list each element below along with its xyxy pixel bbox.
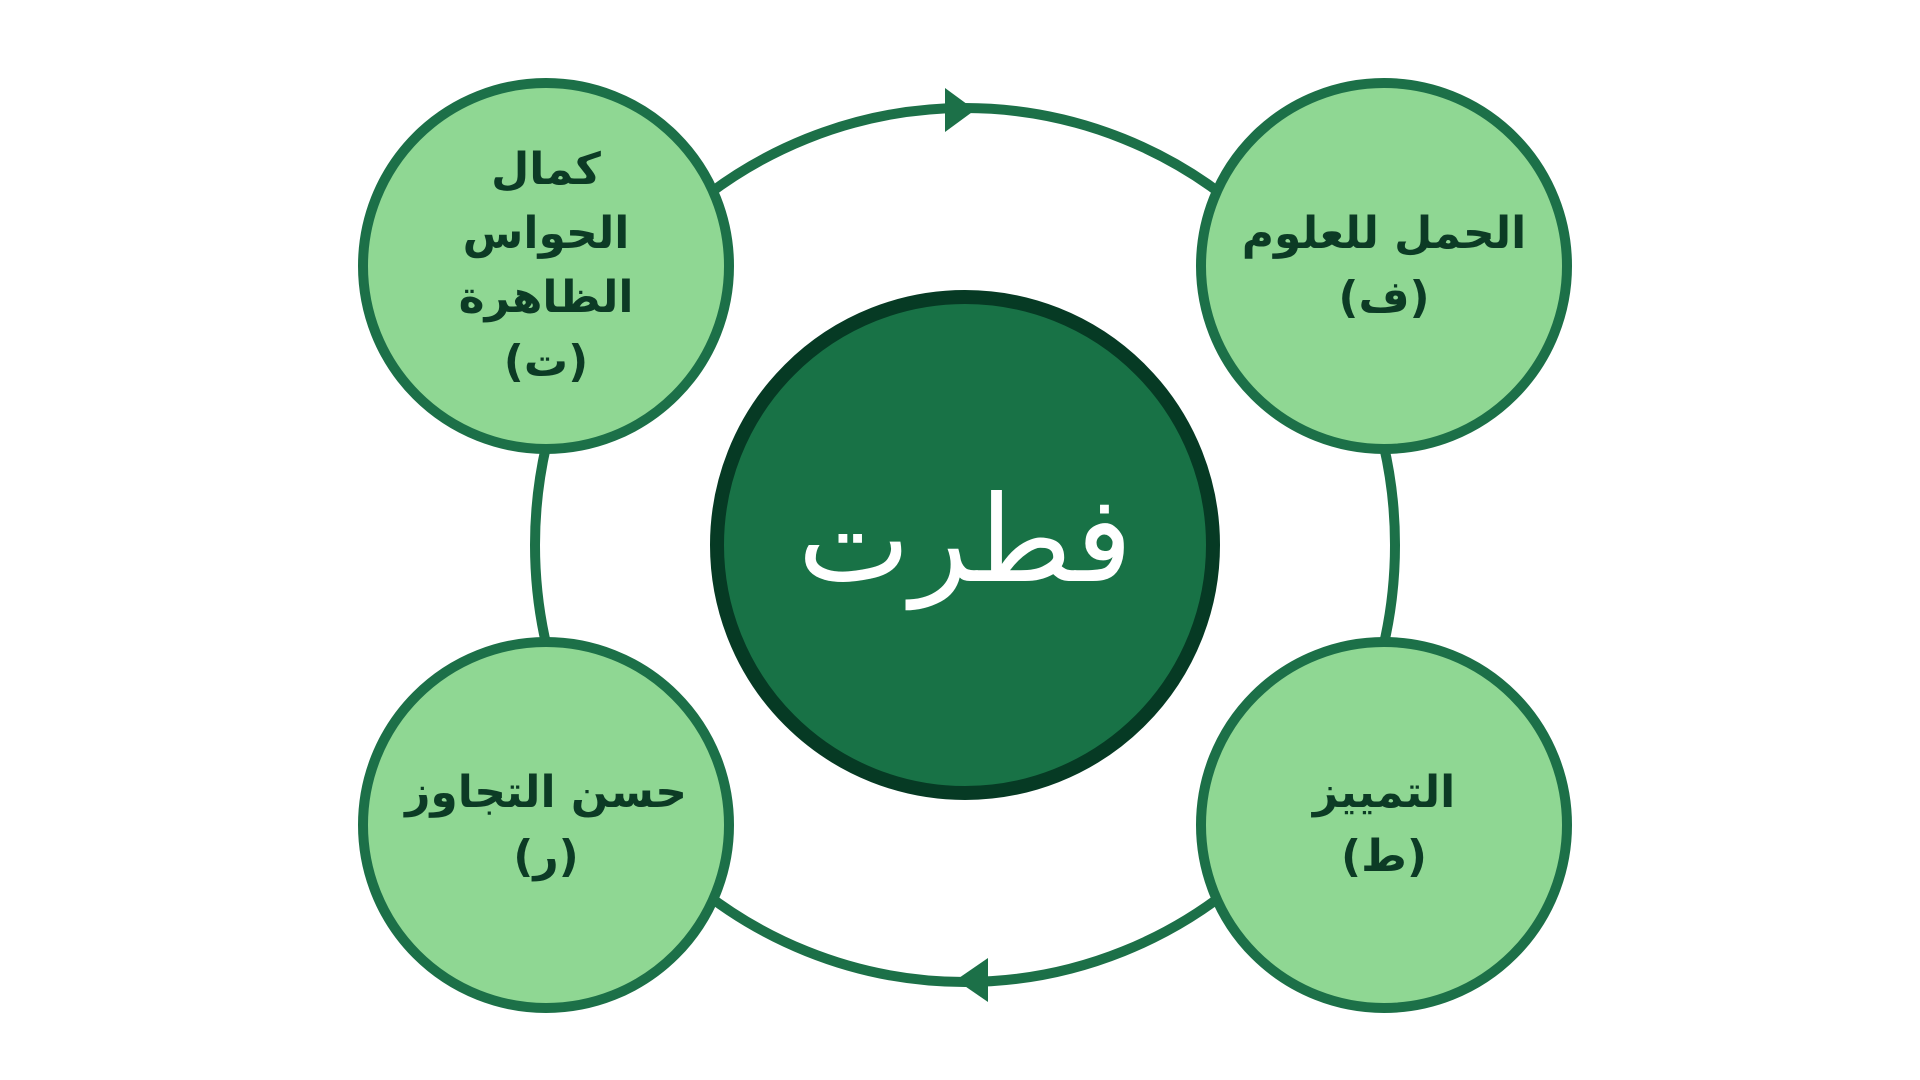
node-top-left-label: كمال الحواس الظاهرة <box>458 144 634 323</box>
center-label: فطرت <box>797 470 1133 610</box>
arrowhead-bottom <box>956 958 988 1002</box>
arrowhead-top <box>945 88 975 132</box>
node-top-left: كمال الحواس الظاهرة (ت) <box>358 78 734 454</box>
node-bottom-left-code: (ر) <box>513 831 579 882</box>
node-top-right-code: (ف) <box>1338 272 1430 323</box>
node-top-left-code: (ت) <box>503 335 589 387</box>
node-bottom-left-label: حسن التجاوز <box>405 767 687 819</box>
node-bottom-right-label: التمييز <box>1312 767 1456 819</box>
node-bottom-left: حسن التجاوز (ر) <box>358 637 734 1013</box>
node-top-right: الحمل للعلوم (ف) <box>1196 78 1572 454</box>
node-top-right-label: الحمل للعلوم <box>1241 208 1527 260</box>
center-node: فطرت <box>710 290 1220 800</box>
node-bottom-right: التمييز (ط) <box>1196 637 1572 1013</box>
node-bottom-right-code: (ط) <box>1341 831 1427 882</box>
